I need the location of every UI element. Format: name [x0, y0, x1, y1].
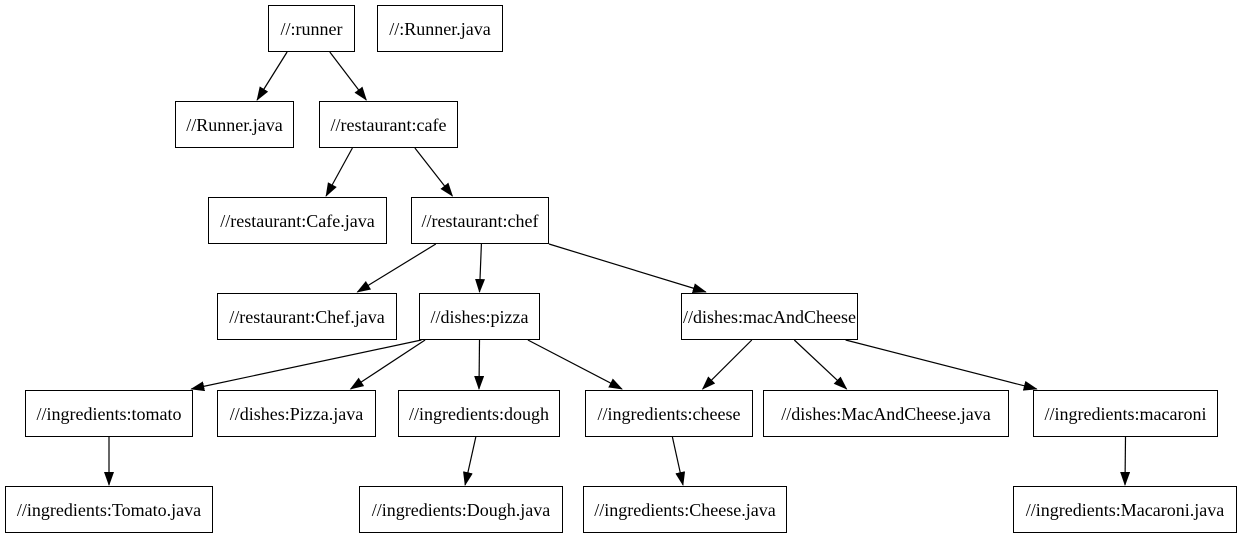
node-tomato-java: //ingredients:Tomato.java — [5, 486, 213, 533]
node-label: //dishes:pizza — [430, 306, 529, 327]
edge-pizza-to-cheese — [527, 339, 623, 390]
node-label: //ingredients:macaroni — [1044, 403, 1207, 424]
edge-pizza-to-pizza-java — [349, 339, 426, 390]
edge-pizza-to-dough — [474, 339, 485, 390]
edge-runner-to-cafe — [329, 51, 367, 101]
node-cheese: //ingredients:cheese — [585, 390, 753, 437]
node-runner: //:runner — [268, 5, 355, 52]
node-label: //ingredients:cheese — [597, 403, 741, 424]
node-cheese-java: //ingredients:Cheese.java — [583, 486, 787, 533]
node-tomato: //ingredients:tomato — [25, 390, 193, 437]
node-label: //restaurant:chef — [421, 210, 539, 231]
edge-cafe-to-chef — [414, 147, 454, 197]
node-label: //ingredients:Dough.java — [371, 499, 551, 520]
node-label: //:runner — [280, 18, 343, 39]
node-cafe-java: //restaurant:Cafe.java — [208, 197, 387, 244]
node-macaroni-java: //ingredients:Macaroni.java — [1013, 486, 1237, 533]
edge-runner-to-runner-java-file — [256, 51, 288, 101]
node-label: //Runner.java — [186, 114, 283, 135]
node-label: //ingredients:Tomato.java — [16, 499, 202, 520]
node-pizza-java: //dishes:Pizza.java — [217, 390, 376, 437]
node-dough-java: //ingredients:Dough.java — [359, 486, 563, 533]
node-mac-and-cheese: //dishes:macAndCheese — [681, 293, 858, 340]
node-label: //ingredients:Macaroni.java — [1025, 499, 1225, 520]
node-label: //dishes:macAndCheese — [683, 306, 856, 327]
edge-dough-to-dough-java — [463, 436, 477, 486]
node-label: //ingredients:Cheese.java — [594, 499, 776, 520]
node-label: //ingredients:tomato — [36, 403, 182, 424]
node-macaroni: //ingredients:macaroni — [1033, 390, 1218, 437]
node-label: //:Runner.java — [389, 18, 491, 39]
edge-mac-and-cheese-to-cheese — [701, 339, 753, 390]
node-chef-java: //restaurant:Chef.java — [217, 293, 397, 340]
node-label: //dishes:MacAndCheese.java — [781, 403, 991, 424]
node-runner-java-target: //:Runner.java — [377, 5, 503, 52]
edge-pizza-to-tomato — [190, 339, 422, 392]
node-label: //ingredients:dough — [409, 403, 549, 424]
node-runner-java-file: //Runner.java — [175, 101, 294, 148]
edge-cheese-to-cheese-java — [671, 436, 686, 486]
node-cafe: //restaurant:cafe — [319, 101, 458, 148]
node-label: //restaurant:Chef.java — [229, 306, 385, 327]
node-pizza: //dishes:pizza — [419, 293, 540, 340]
node-label: //dishes:Pizza.java — [229, 403, 364, 424]
node-label: //restaurant:cafe — [330, 114, 447, 135]
edge-macaroni-to-macaroni-java — [1120, 436, 1131, 486]
node-mac-and-cheese-java: //dishes:MacAndCheese.java — [763, 390, 1009, 437]
node-label: //restaurant:Cafe.java — [220, 210, 375, 231]
edge-mac-and-cheese-to-mac-and-cheese-java — [793, 339, 848, 390]
edge-chef-to-chef-java — [356, 243, 437, 293]
edge-chef-to-pizza — [475, 243, 486, 293]
edge-cafe-to-cafe-java — [325, 147, 353, 197]
node-dough: //ingredients:dough — [398, 390, 560, 437]
edge-mac-and-cheese-to-macaroni — [845, 339, 1038, 391]
node-chef: //restaurant:chef — [411, 197, 549, 244]
edge-chef-to-mac-and-cheese — [548, 243, 707, 293]
